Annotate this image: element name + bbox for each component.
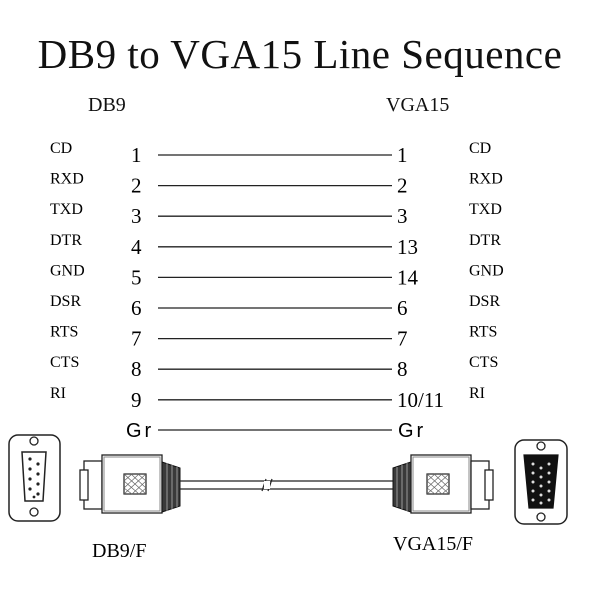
left-pin-number: 8 xyxy=(131,357,142,381)
right-signal-label: TXD xyxy=(469,201,502,218)
vga15-header: VGA15 xyxy=(386,94,450,116)
ground-row: Gr Gr xyxy=(126,420,426,442)
pin-rows: CD 1 1 CD RXD 2 2 RXD TXD 3 3 TXD DTR 4 13 DTR GND 5 14 GND… xyxy=(50,140,504,412)
db9-plug-icon xyxy=(79,454,181,514)
left-pin-number: 5 xyxy=(131,265,142,289)
left-signal-label: RXD xyxy=(50,171,84,188)
right-pin-number: 7 xyxy=(397,327,408,351)
right-signal-label: DTR xyxy=(469,232,501,249)
left-pin-number: 9 xyxy=(131,388,142,412)
right-signal-label: GND xyxy=(469,262,504,279)
diagram-title: DB9 to VGA15 Line Sequence xyxy=(37,31,563,77)
right-signal-label: CD xyxy=(469,140,491,157)
ground-left-pin: Gr xyxy=(126,420,154,442)
ground-right-pin: Gr xyxy=(398,420,426,442)
left-pin-number: 4 xyxy=(131,235,142,259)
left-pin-number: 3 xyxy=(131,204,142,228)
right-pin-number: 8 xyxy=(397,357,408,381)
right-signal-label: RI xyxy=(469,385,485,402)
left-signal-label: DTR xyxy=(50,232,82,249)
left-pin-number: 6 xyxy=(131,296,142,320)
right-pin-number: 10/11 xyxy=(397,388,444,412)
left-signal-label: TXD xyxy=(50,201,83,218)
vga15-plug-icon xyxy=(392,454,494,514)
db9-f-label: DB9/F xyxy=(92,540,146,562)
right-signal-label: CTS xyxy=(469,354,498,371)
left-pin-number: 7 xyxy=(131,327,142,351)
left-signal-label: RTS xyxy=(50,324,78,341)
vga15-connector-face-icon xyxy=(514,439,568,525)
right-pin-number: 14 xyxy=(397,265,419,289)
db9-connector-face-icon xyxy=(8,434,61,522)
vga15-f-label: VGA15/F xyxy=(393,533,473,555)
right-signal-label: DSR xyxy=(469,293,500,310)
right-pin-number: 1 xyxy=(397,143,408,167)
cable xyxy=(180,478,393,492)
left-signal-label: DSR xyxy=(50,293,81,310)
left-signal-label: CD xyxy=(50,140,72,157)
left-signal-label: CTS xyxy=(50,354,79,371)
left-pin-number: 1 xyxy=(131,143,142,167)
left-signal-label: RI xyxy=(50,385,66,402)
right-signal-label: RXD xyxy=(469,171,503,188)
right-pin-number: 6 xyxy=(397,296,408,320)
db9-header: DB9 xyxy=(88,94,126,116)
left-signal-label: GND xyxy=(50,262,85,279)
right-pin-number: 13 xyxy=(397,235,418,259)
left-pin-number: 2 xyxy=(131,174,142,198)
right-signal-label: RTS xyxy=(469,324,497,341)
right-pin-number: 3 xyxy=(397,204,408,228)
right-pin-number: 2 xyxy=(397,174,408,198)
